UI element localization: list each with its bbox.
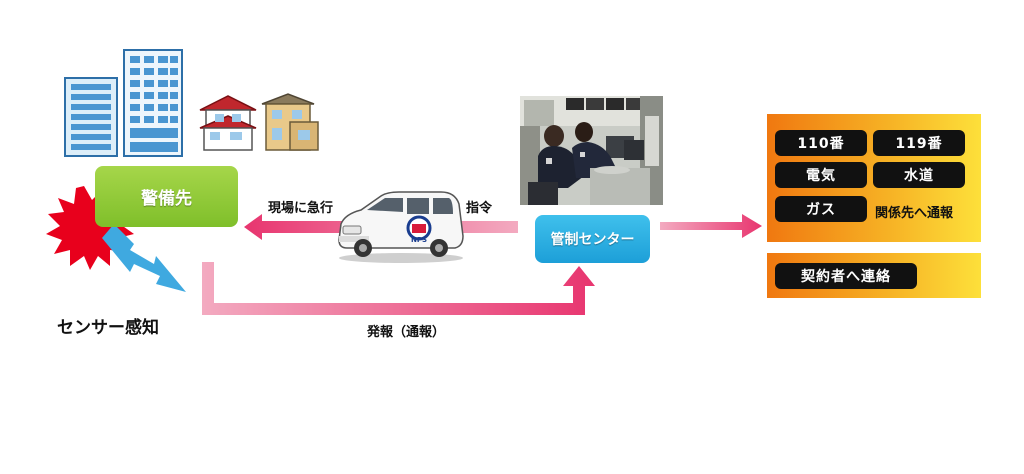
notify-arrow [660, 214, 762, 238]
command-label: 指令 [466, 201, 493, 216]
buildings-illustration [64, 49, 319, 157]
report-arrow [202, 262, 595, 315]
control-center-node: 管制センター [535, 215, 650, 263]
panel-item-119: 119番 [873, 130, 965, 156]
contract-panel: 契約者へ連絡 [767, 253, 981, 298]
panel-item-110: 110番 [775, 130, 867, 156]
panel-note: 関係先へ通報 [875, 206, 954, 221]
control-center-label: 管制センター [550, 232, 635, 248]
car-logo-text: NPS [411, 236, 427, 244]
control-room-photo [520, 96, 663, 205]
panel-item-electric: 電気 [775, 162, 867, 188]
guard-site-node: 警備先 [95, 166, 238, 227]
panel-item-water: 水道 [873, 162, 965, 188]
patrol-car-illustration: NPS [338, 191, 464, 263]
guard-site-label: 警備先 [141, 189, 192, 209]
rush-to-site-label: 現場に急行 [268, 201, 334, 216]
lightning-icon [102, 224, 186, 292]
notify-panel: 110番 119番 電気 水道 ガス 関係先へ通報 [767, 114, 981, 242]
report-label: 発報（通報） [367, 325, 446, 340]
sensor-detect-label: センサー感知 [57, 318, 159, 338]
panel-item-gas: ガス [775, 196, 867, 222]
contract-item: 契約者へ連絡 [775, 263, 917, 289]
